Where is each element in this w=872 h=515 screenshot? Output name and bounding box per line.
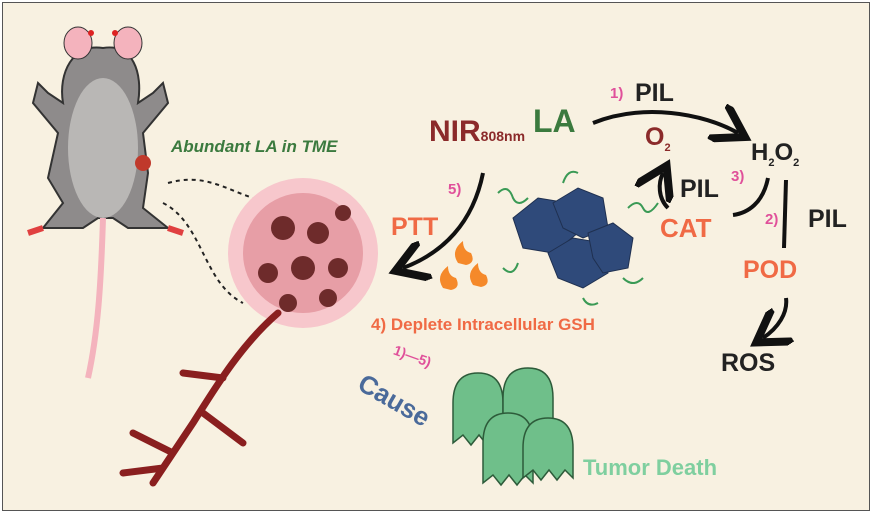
dashed-connector: [162, 202, 244, 304]
h2o2-label: H2O2: [751, 139, 799, 169]
dashed-connector: [167, 178, 254, 199]
h2o2-h: H: [751, 139, 769, 166]
arrow-pod-to-ros: [763, 297, 786, 338]
arrow-h2o2-to-cat: [732, 177, 770, 217]
pil-2-label: PIL: [808, 205, 847, 233]
arrow-cat-to-o2: [660, 173, 668, 210]
pod-label: POD: [743, 256, 798, 284]
nir-label: NIR808nm: [429, 115, 525, 149]
pil-3-label: PIL: [680, 175, 719, 203]
ros-label: ROS: [721, 349, 776, 377]
h2o2-sub1: 2: [768, 156, 775, 169]
cat-label: CAT: [660, 213, 712, 243]
step-2-label: 2): [765, 211, 779, 228]
nanoparticle-illustration: [512, 187, 634, 289]
o2-subscript: 2: [664, 142, 671, 154]
o2-label: O2: [645, 123, 671, 154]
polymer-chains: [497, 170, 659, 306]
step-3-label: 3): [731, 168, 745, 185]
h2o2-o: O: [774, 139, 794, 166]
h2o2-sub2: 2: [793, 156, 800, 169]
tumor-death-label: Tumor Death: [583, 455, 718, 480]
pil-1-label: PIL: [635, 79, 674, 107]
o2-o: O: [645, 123, 665, 151]
tumor-illustration: [228, 178, 378, 328]
arrow-la-to-h2o2: [592, 112, 738, 133]
step-5-label: 5): [448, 181, 462, 198]
step-1-label: 1): [610, 85, 624, 102]
flame-icons: [439, 241, 488, 290]
arrow-nir-to-tumor: [403, 172, 485, 268]
ptt-label: PTT: [391, 213, 439, 241]
tumor-death-ghosts: [452, 367, 574, 487]
step-4-deplete-gsh-label: 4) Deplete Intracellular GSH: [371, 315, 595, 334]
abundant-la-label: Abundant LA in TME: [171, 137, 338, 156]
nir-text: NIR: [429, 115, 481, 148]
nir-wavelength: 808nm: [480, 128, 526, 144]
mouse-illustration: [27, 26, 184, 379]
diagram-graphics: [27, 26, 869, 487]
la-label: LA: [533, 103, 576, 139]
arrow-h2o2-to-pod: [782, 179, 788, 249]
blood-vessel-illustration: [119, 309, 282, 487]
